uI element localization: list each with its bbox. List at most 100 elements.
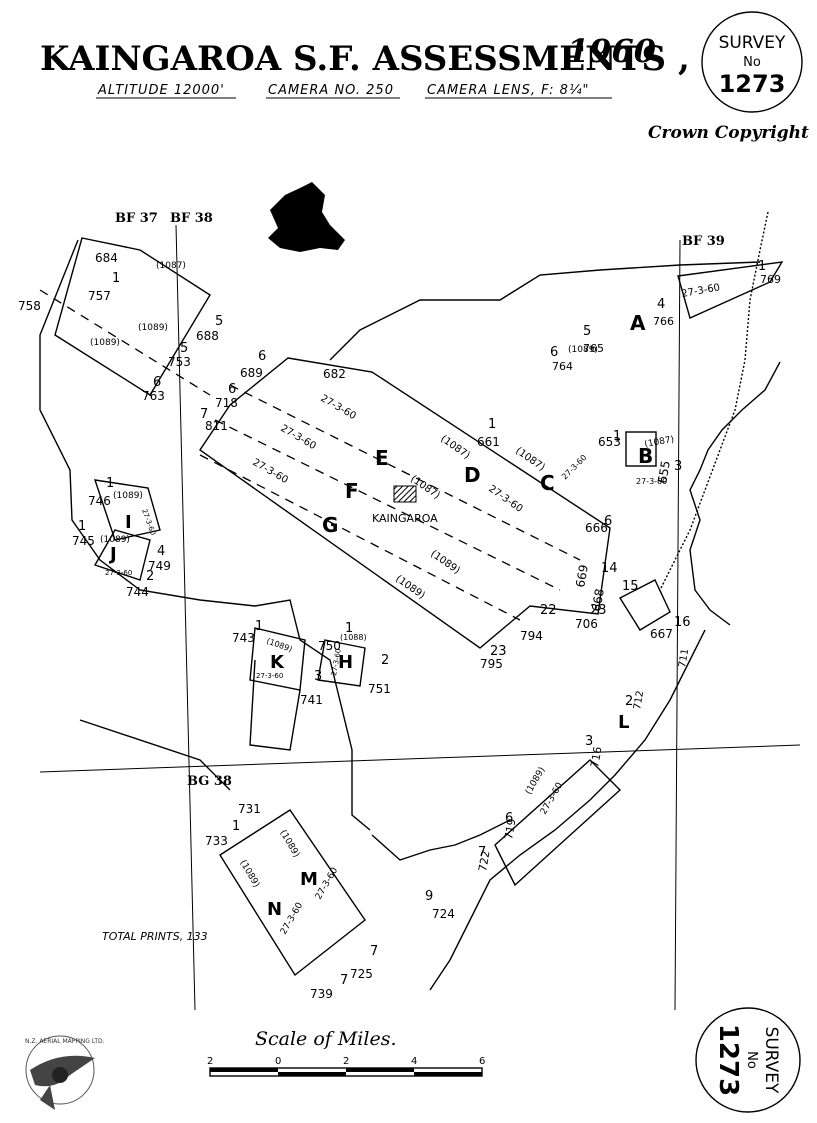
- ref-1089-a: (1089): [568, 345, 598, 355]
- photo-684: 684: [95, 251, 118, 265]
- photo-731: 731: [238, 802, 261, 816]
- block-nw: [54, 237, 211, 396]
- strip-m-ref: (1089): [277, 829, 301, 860]
- photo-794: 794: [520, 629, 543, 643]
- run-a-4: 4: [657, 297, 665, 312]
- survey-stamp-bottom: SURVEY No 1273: [695, 1007, 801, 1113]
- river-south-2: [371, 819, 511, 861]
- run-nw-6: 6: [153, 375, 161, 390]
- run-l-2: 2: [625, 694, 633, 709]
- strip-f-line: [214, 419, 561, 591]
- photo-718: 718: [215, 396, 238, 410]
- run-f-6: 6: [228, 382, 236, 397]
- scale-tick-6: 6: [479, 1056, 485, 1067]
- run-h-2: 2: [381, 653, 389, 668]
- run-d-1: 1: [488, 417, 496, 432]
- river-east: [689, 361, 781, 626]
- run-i-4: 4: [157, 544, 165, 559]
- run-nw-1: 1: [112, 271, 120, 286]
- photo-753: 753: [168, 355, 191, 369]
- strip-f-date: 27-3-60: [279, 423, 318, 452]
- strip-n-letter: N: [267, 899, 282, 920]
- run-nw-5b: 5: [180, 341, 188, 356]
- photo-764: 764: [552, 360, 573, 373]
- photo-746: 746: [88, 494, 111, 508]
- run-2-3: 23: [490, 644, 507, 659]
- grid-label-bf39: BF 39: [682, 234, 725, 249]
- strip-h-letter: H: [338, 652, 353, 673]
- run-k-3: 3: [314, 669, 322, 684]
- photo-706: 706: [575, 617, 598, 631]
- strip-e-line: [229, 384, 581, 561]
- strip-k-date: 27-3-60: [256, 672, 283, 680]
- photo-763: 763: [142, 389, 165, 403]
- strip-b-date: 27-3-60: [636, 477, 667, 486]
- run-b-1: 1: [613, 429, 621, 444]
- ref-1089-nw2: (1089): [90, 338, 120, 348]
- photo-749: 749: [148, 559, 171, 573]
- strip-l-letter: L: [618, 712, 629, 733]
- photo-668: 668: [589, 588, 607, 613]
- run-16: 16: [674, 615, 691, 630]
- photo-numbers: 684 757 758 (1087) (1089) (1089) 688 753…: [18, 251, 781, 1001]
- photo-725: 725: [350, 967, 373, 981]
- photo-653: 653: [598, 435, 621, 449]
- photo-711: 711: [677, 648, 691, 669]
- nz-aerial-mapping-logo: N.Z. AERIAL MAPPING LTD.: [25, 1035, 105, 1110]
- strip-n-date: 27-3-60: [279, 901, 305, 937]
- photo-750: 750: [318, 639, 341, 653]
- map-title: KAINGAROA S.F. ASSESSMENTS ,: [40, 39, 690, 79]
- strip-c-date: 27-3-60: [560, 453, 588, 481]
- grid-line-bf37-38: [175, 224, 196, 1011]
- run-n-7: 7: [340, 973, 348, 988]
- strip-m-letter: M: [300, 869, 318, 890]
- strip-k-box: [249, 627, 306, 691]
- run-l-7: 7: [478, 845, 486, 860]
- strip-f-letter: F: [345, 479, 359, 503]
- scale-tick-2b: 2: [343, 1056, 349, 1067]
- run-l-6: 6: [505, 811, 513, 826]
- total-prints: TOTAL PRINTS, 133: [102, 930, 208, 943]
- photo-758: 758: [18, 299, 41, 313]
- run-k-1: 1: [255, 619, 263, 634]
- photo-661: 661: [477, 435, 500, 449]
- grid-line-horizontal: [39, 744, 801, 773]
- logo-text: N.Z. AERIAL MAPPING LTD.: [25, 1038, 105, 1045]
- run-b-3: 3: [674, 459, 682, 474]
- strip-c-letter: C: [540, 471, 555, 495]
- photo-741: 741: [300, 693, 323, 707]
- scale-tick-2a: 2: [207, 1056, 213, 1067]
- photo-669: 669: [573, 564, 591, 589]
- run-a-5: 5: [583, 324, 591, 339]
- camera-no-text: CAMERA NO. 250: [268, 83, 394, 98]
- photo-743: 743: [232, 631, 255, 645]
- strip-n-ref: (1089): [237, 859, 261, 890]
- photo-739: 739: [310, 987, 333, 1001]
- photo-766: 766: [653, 315, 674, 328]
- lens-text: CAMERA LENS, F: 8¼": [427, 83, 590, 98]
- run-l-9: 9: [425, 889, 433, 904]
- photo-757: 757: [88, 289, 111, 303]
- ref-1087-nw: (1087): [156, 261, 186, 271]
- strip-f-ref: (1089): [428, 548, 462, 576]
- strip-j-date: 27-3-60: [105, 569, 132, 577]
- strip-g-line: [199, 454, 521, 621]
- strip-e-date: 27-3-60: [319, 393, 358, 422]
- photo-724: 724: [432, 907, 455, 921]
- stamp-no: No: [743, 55, 761, 70]
- strip-l-box: [494, 759, 622, 887]
- strip-j-letter: J: [108, 544, 117, 565]
- scale-title: Scale of Miles.: [255, 1028, 397, 1050]
- photo-716: 716: [588, 746, 604, 769]
- run-15: 15: [622, 579, 639, 594]
- photo-666: 666: [585, 521, 608, 535]
- photo-751: 751: [368, 682, 391, 696]
- ref-1089-nw1: (1089): [138, 323, 168, 333]
- run-j-1: 1: [78, 519, 86, 534]
- scale-tick-0: 0: [275, 1056, 281, 1067]
- strip-mn-box: [219, 809, 366, 977]
- forest-boundary-north: [329, 261, 761, 361]
- town-label: KAINGAROA: [372, 512, 438, 525]
- run-22: 22: [540, 603, 557, 618]
